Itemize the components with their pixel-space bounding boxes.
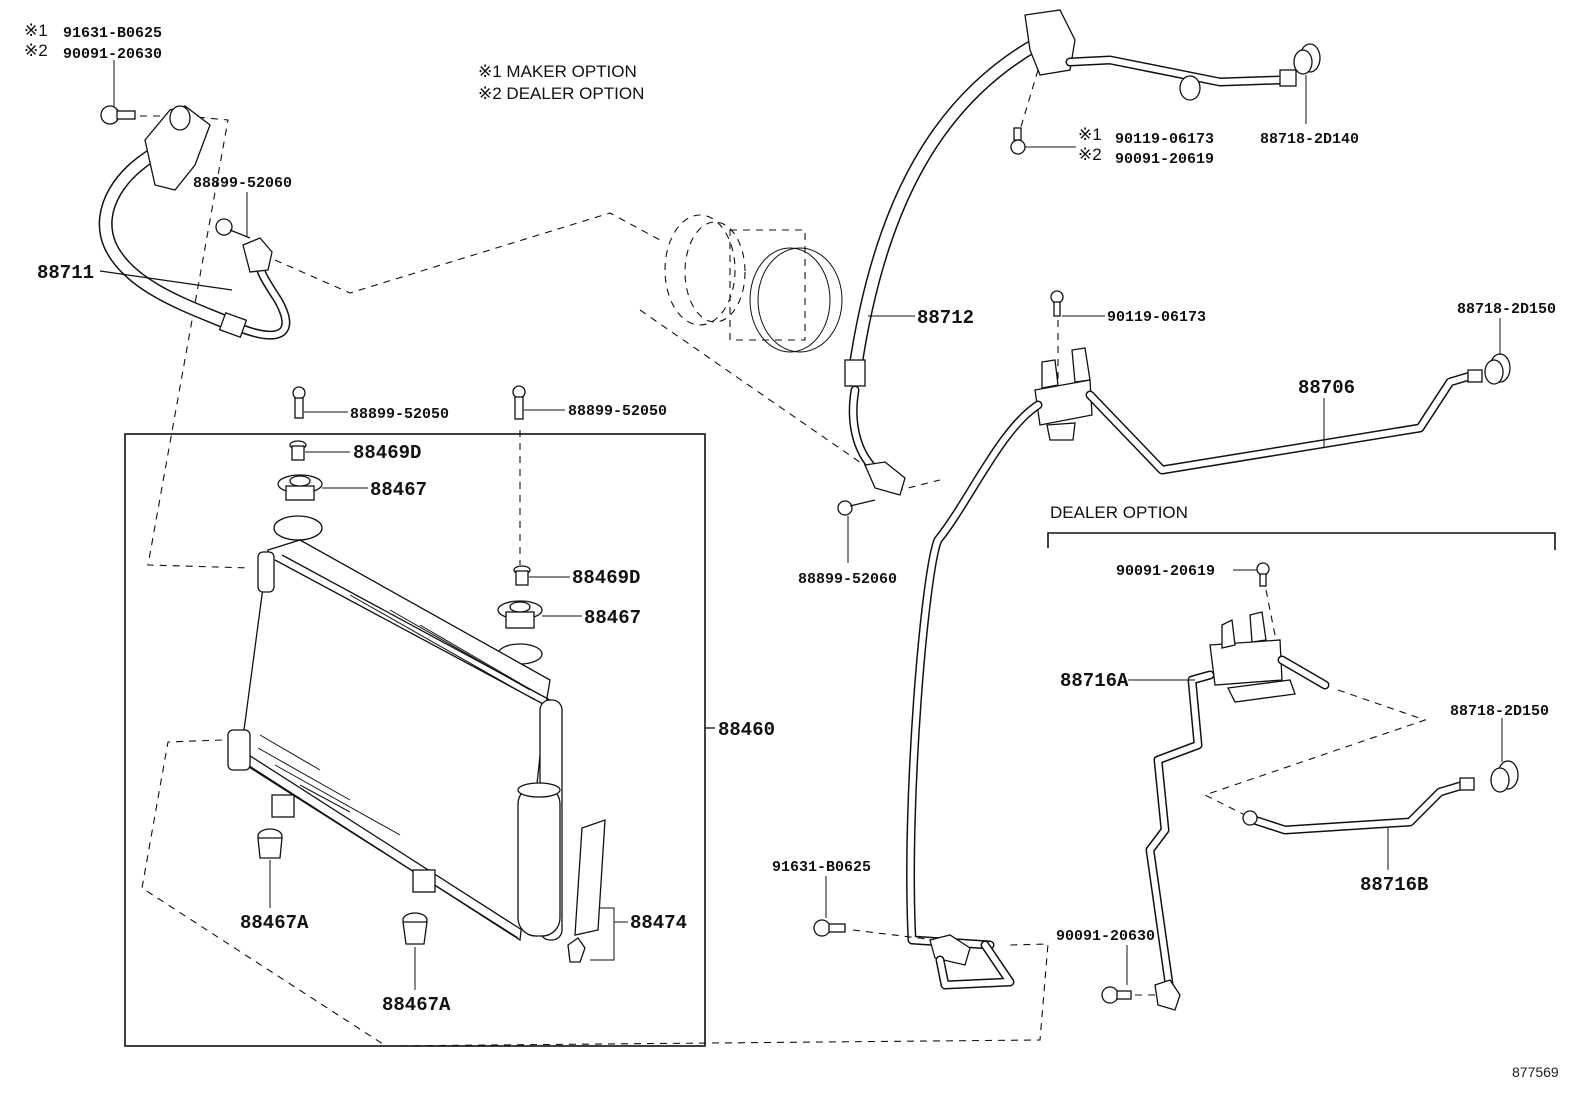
part-number-88469D-lower[interactable]: 88469D	[572, 567, 640, 589]
bracket-icon	[257, 551, 275, 593]
part-number-88716A[interactable]: 88716A	[1060, 670, 1129, 692]
part-number-88716B[interactable]: 88716B	[1360, 874, 1428, 896]
part-number-88718-2D150-lower[interactable]: 88718-2D150	[1450, 703, 1549, 720]
bracket-88474-icon	[567, 819, 606, 963]
part-number-88899-52050-left[interactable]: 88899-52050	[350, 406, 449, 423]
bracket-icon	[1154, 979, 1181, 1011]
part-number-88469D-upper[interactable]: 88469D	[353, 442, 421, 464]
hose-88711	[98, 105, 291, 340]
part-number-88706[interactable]: 88706	[1298, 377, 1355, 399]
cap-icon	[1490, 760, 1519, 793]
mark-2: ※2	[24, 41, 48, 60]
bracket-icon	[929, 934, 1015, 990]
mark-1: ※1	[1078, 125, 1102, 144]
legend-maker-option: ※1 MAKER OPTION	[478, 62, 637, 81]
bolt-icon	[100, 105, 136, 125]
legend-dealer-option: ※2 DEALER OPTION	[478, 84, 644, 103]
dealer-option-bracket	[1047, 532, 1556, 550]
condenser-core	[227, 515, 563, 942]
bolt-icon	[215, 218, 251, 239]
cushion-88467a-icon	[402, 912, 428, 945]
part-number-88711[interactable]: 88711	[37, 262, 94, 284]
bracket-icon	[227, 729, 251, 771]
hose-88712	[844, 9, 1297, 496]
bolt-icon	[813, 919, 846, 937]
part-number-90091-20630[interactable]: 90091-20630	[63, 46, 162, 63]
part-number-90119-06173[interactable]: 90119-06173	[1107, 309, 1206, 326]
part-number-90091-20630-bottom[interactable]: 90091-20630	[1056, 928, 1155, 945]
pipe-88716b	[1242, 777, 1475, 835]
bolt-icon	[837, 499, 876, 516]
part-number-88718-2D150-upper[interactable]: 88718-2D150	[1457, 301, 1556, 318]
cap-icon	[1484, 353, 1511, 385]
bolt-icon	[292, 386, 306, 419]
cushion-88469d-icon	[289, 440, 307, 461]
receiver-dryer-icon	[517, 785, 561, 937]
part-number-91631-B0625-bottom[interactable]: 91631-B0625	[772, 859, 871, 876]
compressor-phantom	[639, 214, 941, 491]
bolt-icon	[1050, 290, 1064, 317]
mark-1: ※1	[24, 21, 48, 40]
bolt-icon	[1101, 986, 1132, 1004]
bracket-icon	[412, 869, 436, 893]
part-number-88712[interactable]: 88712	[917, 307, 974, 329]
dealer-option-heading: DEALER OPTION	[1050, 503, 1188, 522]
part-number-88474[interactable]: 88474	[630, 912, 687, 934]
part-number-90091-20619-dealer[interactable]: 90091-20619	[1116, 563, 1215, 580]
cushion-88467-icon	[497, 600, 543, 629]
part-number-88718-2D140[interactable]: 88718-2D140	[1260, 131, 1359, 148]
top-left-bolt-callout: ※1 ※2 91631-B0625 90091-20630	[24, 21, 162, 107]
part-number-88467-lower[interactable]: 88467	[584, 607, 641, 629]
cushion-88469d-icon	[513, 565, 531, 586]
part-number-90119-06173-top[interactable]: 90119-06173	[1115, 131, 1214, 148]
bolt-icon	[1010, 127, 1026, 155]
part-number-88467A-left[interactable]: 88467A	[240, 912, 309, 934]
cap-icon	[1293, 43, 1321, 75]
pipe-88706	[906, 347, 1483, 950]
part-number-88467-upper[interactable]: 88467	[370, 479, 427, 501]
cushion-88467a-icon	[257, 828, 283, 859]
part-number-88899-52060-mid[interactable]: 88899-52060	[798, 571, 897, 588]
cushion-88467-icon	[277, 474, 323, 501]
diagram-id: 877569	[1512, 1064, 1559, 1080]
part-number-90091-20619-top[interactable]: 90091-20619	[1115, 151, 1214, 168]
bolt-icon	[1256, 562, 1270, 587]
part-number-88460[interactable]: 88460	[718, 719, 775, 741]
part-number-91631-B0625[interactable]: 91631-B0625	[63, 25, 162, 42]
pipe-88716a	[1145, 611, 1330, 1010]
bolt-icon	[512, 385, 526, 420]
part-number-88467A-right[interactable]: 88467A	[382, 994, 451, 1016]
mark-2: ※2	[1078, 145, 1102, 164]
bracket-icon	[271, 794, 295, 818]
part-number-88899-52060-left[interactable]: 88899-52060	[193, 175, 292, 192]
part-number-88899-52050-right[interactable]: 88899-52050	[568, 403, 667, 420]
